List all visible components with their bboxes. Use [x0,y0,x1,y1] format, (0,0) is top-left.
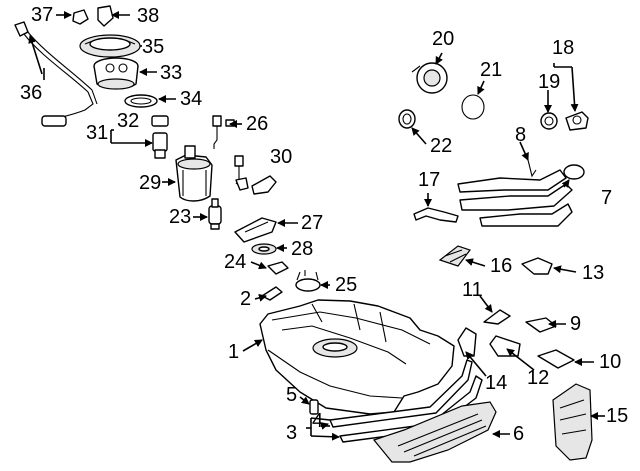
bracket-part-9 [525,317,557,333]
fuel-pump-part-23 [208,198,222,230]
callout-20: 20 [432,28,455,50]
callout-8: 8 [515,124,527,146]
callout-24: 24 [224,251,247,273]
callout-25: 25 [335,274,358,296]
callout-17: 17 [418,169,441,191]
callout-14: 14 [485,372,508,394]
callout-26: 26 [246,113,269,135]
callout-11: 11 [462,279,483,301]
callout-4: 4 [312,410,324,432]
callout-38: 38 [137,5,160,27]
callout-34: 34 [180,88,203,110]
strap-part-4 [329,359,473,428]
retainer-ring-part-35 [79,34,141,58]
gasket-part-19 [540,112,558,130]
clip-part-37 [72,9,89,25]
bracket-part-11 [483,309,511,325]
callout-16: 16 [490,255,513,277]
retainer-part-25 [295,270,321,292]
callout-7: 7 [601,187,613,209]
callout-21: 21 [480,59,503,81]
bracket-part-12 [489,335,521,357]
callout-6: 6 [513,423,525,445]
bracket-part-13 [521,257,553,275]
fuel-pump-assembly-part-29 [175,145,213,202]
leader-lines [28,11,605,441]
callout-10: 10 [599,351,622,373]
hose-part-17 [413,207,459,223]
callout-30: 30 [270,146,293,168]
filler-cap-part-20 [411,62,448,94]
o-ring-part-21 [461,94,485,120]
pump-bracket-part-33 [93,57,139,90]
ring-part-22 [398,109,416,129]
gasket-part-34 [124,94,158,108]
callout-35: 35 [142,36,165,58]
callout-2: 2 [240,288,252,310]
callout-28: 28 [291,238,314,260]
gasket-part-28 [251,243,277,255]
callout-29: 29 [139,172,162,194]
callout-19: 19 [538,71,561,93]
vent-tube-part-8 [527,159,537,178]
callout-37: 37 [31,4,54,26]
callout-31: 31 [86,122,109,144]
shield-part-15 [552,383,593,461]
callout-23: 23 [169,206,192,228]
callout-9: 9 [570,313,582,335]
bolt-part-5 [309,399,319,415]
callout-22: 22 [430,135,453,157]
plate-part-24 [267,261,289,275]
callout-1: 1 [228,341,240,363]
callout-27: 27 [301,212,324,234]
callout-13: 13 [582,262,605,284]
gasket-part-38 [97,5,114,27]
fuel-filter-part-27 [234,217,277,243]
fitting-part-32 [151,115,169,127]
callout-33: 33 [160,62,183,84]
callout-36: 36 [20,82,43,104]
callout-32: 32 [117,110,140,132]
callout-3: 3 [286,422,298,444]
sender-gauge-part-30 [234,155,277,195]
cap-part-18 [565,111,589,131]
bracket-part-10 [537,349,575,369]
protector-part-2 [261,286,283,301]
fuel-gauge-sender-wire [14,21,98,127]
wire-harness-part-26 [212,115,235,149]
heat-shield-part-6 [372,401,497,463]
callout-15: 15 [606,405,629,427]
callout-12: 12 [527,367,550,389]
bracket-part-14 [457,327,477,357]
boot-part-16 [438,245,471,267]
filter-part-31 [152,132,168,159]
callout-5: 5 [286,384,298,406]
callout-18: 18 [552,37,575,59]
filler-neck-part-7 [457,164,585,227]
